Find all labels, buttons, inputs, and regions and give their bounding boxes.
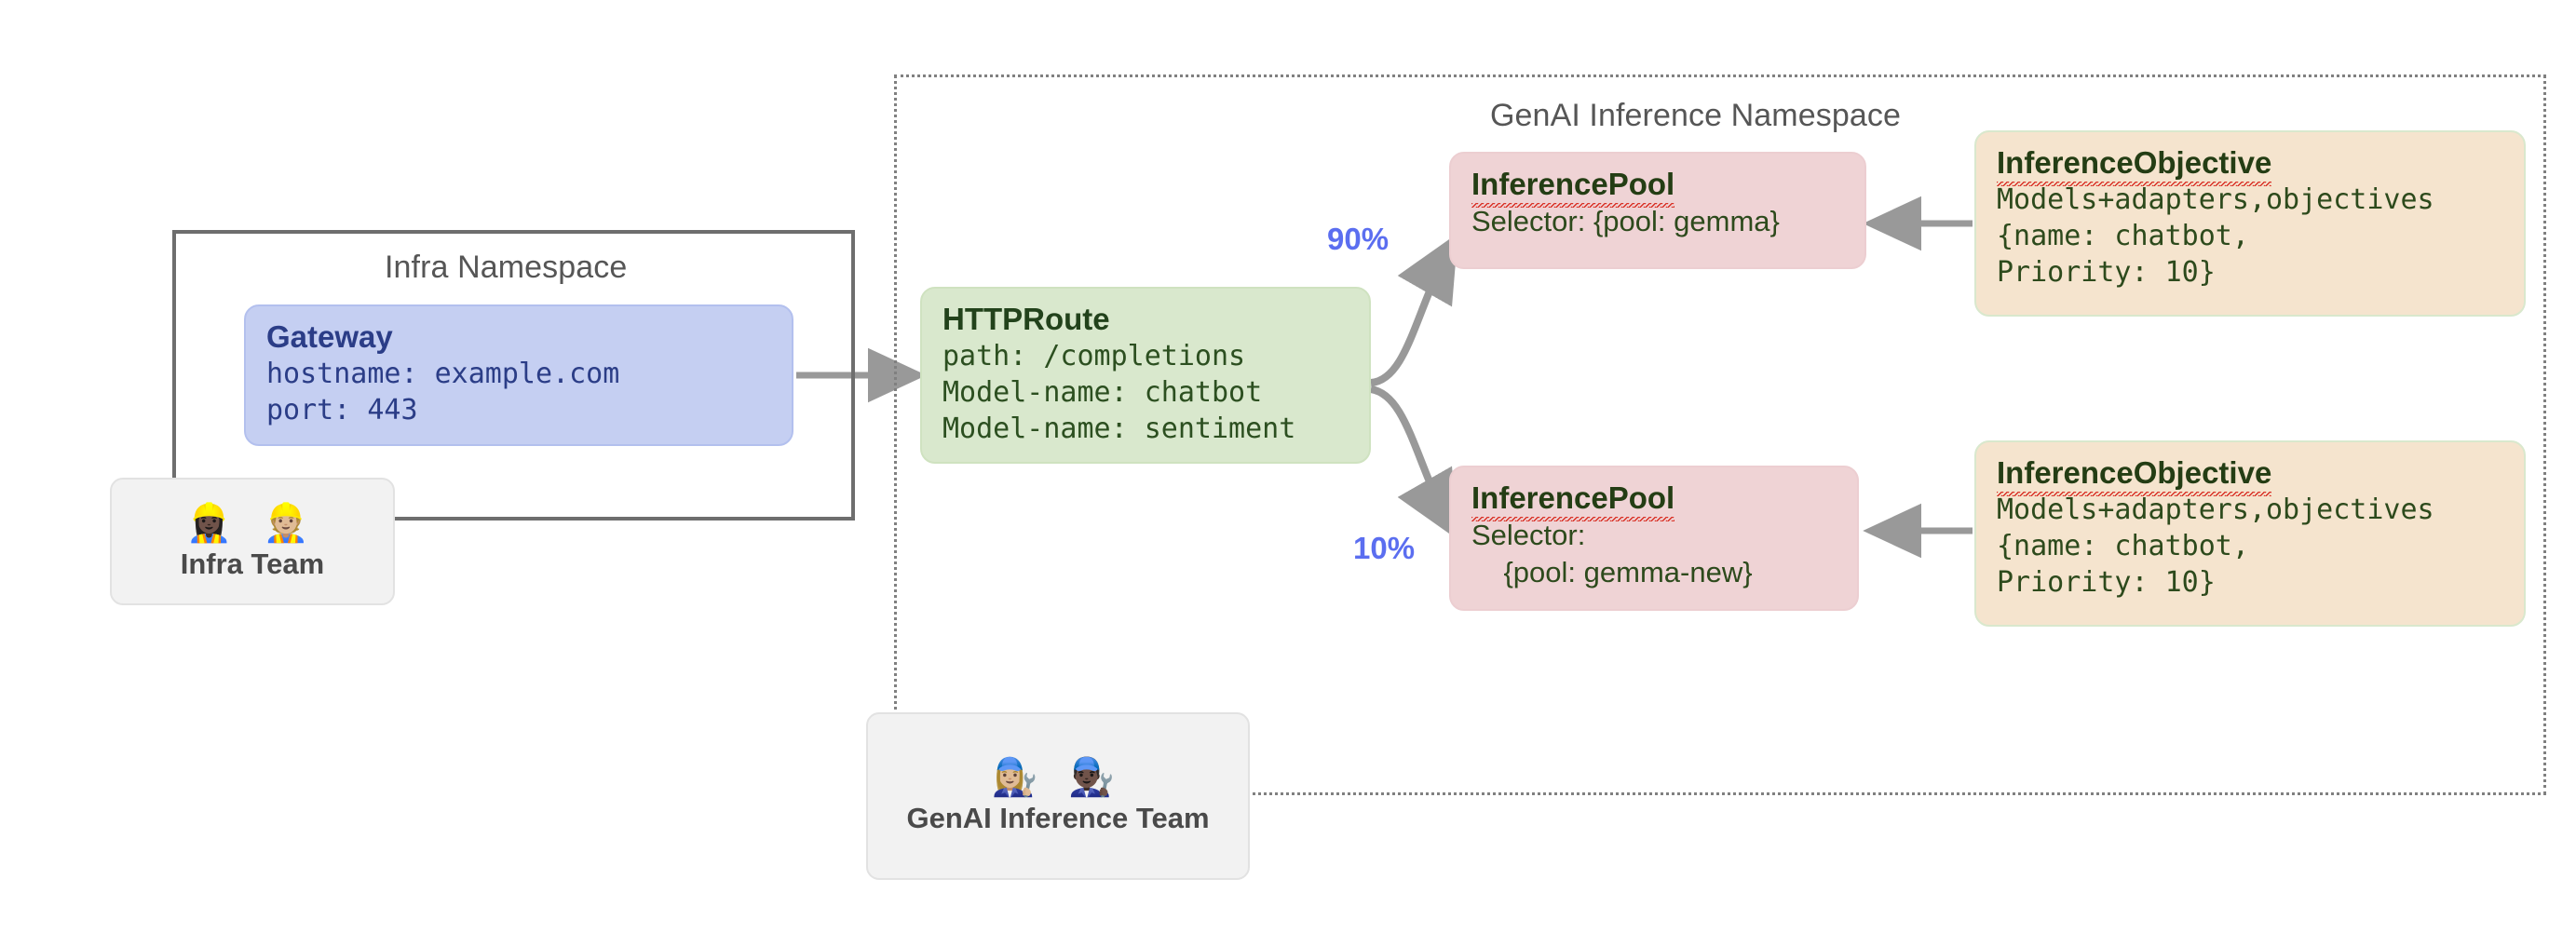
- genai-namespace-container: [894, 74, 2546, 795]
- inferencepool-gemma-node[interactable]: InferencePool Selector: {pool: gemma}: [1449, 152, 1866, 269]
- inferenceobjective-top-line-name: {name: chatbot,: [1997, 219, 2249, 252]
- inferenceobjective-bottom-line-name: {name: chatbot,: [1997, 529, 2249, 562]
- inferencepool-gemma-new-selector: Selector:: [1471, 518, 1586, 551]
- gateway-line-hostname: hostname: example.com: [266, 357, 620, 390]
- infra-team-card[interactable]: 👷🏿‍♀️ 👷🏼 Infra Team: [110, 478, 395, 605]
- inferencepool-gemma-selector: Selector: {pool: gemma}: [1471, 204, 1780, 237]
- genai-team-label: GenAI Inference Team: [906, 802, 1210, 834]
- inferencepool-gemma-title: InferencePool: [1471, 167, 1846, 208]
- inferenceobjective-bottom-node[interactable]: InferenceObjective Models+adapters,objec…: [1974, 440, 2526, 627]
- spellcheck-underline: InferenceObjective: [1997, 145, 2272, 186]
- httproute-title: HTTPRoute: [942, 302, 1110, 336]
- traffic-split-10-label: 10%: [1353, 531, 1416, 565]
- spellcheck-underline: InferencePool: [1471, 480, 1675, 521]
- infra-team-label: Infra Team: [180, 547, 325, 580]
- gateway-line-port: port: 443: [266, 393, 418, 426]
- inferencepool-gemma-new-title: InferencePool: [1471, 480, 1838, 521]
- gateway-node[interactable]: Gateway hostname: example.com port: 443: [244, 304, 793, 446]
- httproute-line-model-sentiment: Model-name: sentiment: [942, 412, 1296, 445]
- httproute-node[interactable]: HTTPRoute path: /completions Model-name:…: [920, 287, 1371, 464]
- infra-team-avatars: 👷🏿‍♀️ 👷🏼: [185, 501, 319, 545]
- genai-team-card[interactable]: 👩🏼‍🔧 👨🏿‍🔧 GenAI Inference Team: [866, 712, 1250, 880]
- spellcheck-underline: InferenceObjective: [1997, 455, 2272, 496]
- infra-namespace-title: Infra Namespace: [385, 250, 628, 285]
- inferenceobjective-bottom-line-models: Models+adapters,objectives: [1997, 493, 2434, 526]
- traffic-split-90-label: 90%: [1327, 222, 1390, 256]
- genai-namespace-title: GenAI Inference Namespace: [1490, 98, 1901, 133]
- inferenceobjective-top-line-models: Models+adapters,objectives: [1997, 183, 2434, 216]
- inferenceobjective-top-node[interactable]: InferenceObjective Models+adapters,objec…: [1974, 130, 2526, 317]
- inferencepool-gemma-new-node[interactable]: InferencePool Selector: {pool: gemma-new…: [1449, 466, 1859, 611]
- inferenceobjective-bottom-title: InferenceObjective: [1997, 455, 2505, 496]
- inferenceobjective-bottom-line-priority: Priority: 10}: [1997, 565, 2216, 599]
- genai-team-avatars: 👩🏼‍🔧 👨🏿‍🔧: [991, 756, 1125, 799]
- inferenceobjective-top-title: InferenceObjective: [1997, 145, 2505, 186]
- inferenceobjective-top-line-priority: Priority: 10}: [1997, 255, 2216, 289]
- httproute-line-model-chatbot: Model-name: chatbot: [942, 375, 1263, 409]
- gateway-title: Gateway: [266, 319, 393, 354]
- infra-namespace-container: [172, 230, 855, 521]
- inferencepool-gemma-new-selector-value: {pool: gemma-new}: [1471, 556, 1753, 589]
- spellcheck-underline: InferencePool: [1471, 167, 1675, 208]
- httproute-line-path: path: /completions: [942, 339, 1246, 372]
